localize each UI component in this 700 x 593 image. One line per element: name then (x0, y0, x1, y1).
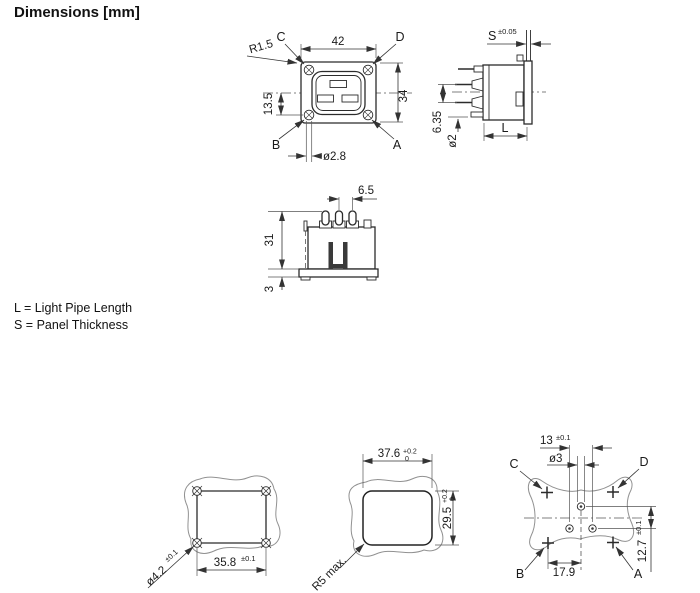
front-screw-dia-dim: ø2.8 (323, 151, 346, 163)
opening-width-dim: 37.6 (378, 448, 400, 460)
side-light-pipe-dia-dim: ø2 (447, 134, 459, 147)
legend: L = Light Pipe Length S = Panel Thicknes… (14, 300, 132, 334)
legend-panel-thickness: S = Panel Thickness (14, 317, 129, 332)
pattern-hole-dia-dim: ø3 (549, 453, 562, 465)
front-corner-c: C (276, 30, 285, 44)
pattern-corner-d: D (639, 455, 648, 469)
pattern-horiz-offset-dim: 17.9 (553, 567, 575, 579)
cutout-hole-spacing-tol: ±0.1 (241, 554, 256, 563)
top-view: 6.5 31 3 (264, 185, 379, 292)
top-pin-spacing-dim: 6.5 (358, 185, 374, 197)
pin-holes (565, 502, 597, 533)
opening-radius-dim: R5 max. (310, 555, 349, 593)
front-offset-dim: 13.5 (263, 93, 275, 115)
opening-height-tol-plus: +0.2 (442, 489, 449, 503)
screw-holes (303, 64, 374, 121)
opening-height-dim: 29.5 (442, 507, 454, 529)
pattern-corner-c: C (509, 457, 518, 471)
front-height-dim: 34 (398, 89, 410, 102)
front-corner-d: D (395, 30, 404, 44)
cutout-corner-holes (191, 485, 272, 549)
front-view: 42 34 13.5 ø2.8 R1.5 C D B (246, 30, 412, 163)
pattern-vert-offset-dim: 12.7 (637, 540, 649, 562)
opening-height-tol-minus: 0 (450, 497, 457, 501)
front-radius-dim: R1.5 (248, 38, 275, 56)
top-flange-dim: 3 (264, 286, 276, 292)
pattern-hole-spacing-tol: ±0.1 (556, 433, 571, 442)
pattern-vert-offset-tol: ±0.1 (634, 520, 643, 535)
pattern-corner-b: B (516, 567, 524, 581)
opening-width-tol-minus: 0 (405, 456, 409, 463)
front-corner-b: B (272, 138, 280, 152)
pattern-hole-spacing-dim: 13 (540, 435, 553, 447)
cutout-hole-dia-dim: ø4.2 (144, 564, 169, 588)
top-depth-dim: 31 (264, 234, 276, 247)
side-view: S ±0.05 6.35 ø2 L (432, 27, 551, 148)
front-corner-a: A (393, 138, 402, 152)
side-panel-thickness-dim: S (488, 29, 496, 43)
cutout-hole-pattern: 13 ±0.1 ø3 17.9 12.7 ±0.1 C D B (509, 433, 656, 581)
opening-width-tol-plus: +0.2 (403, 449, 417, 456)
cutout-mounting-holes: ø4.2 ±0.1 35.8 ±0.1 (144, 475, 281, 588)
cutout-opening: 37.6 +0.2 0 29.5 +0.2 0 R5 max. (310, 448, 459, 593)
side-terminal-spacing-dim: 6.35 (432, 111, 444, 133)
cutout-hole-spacing-dim: 35.8 (214, 557, 236, 569)
page-title: Dimensions [mm] (14, 4, 140, 21)
legend-light-pipe: L = Light Pipe Length (14, 301, 133, 315)
front-width-dim: 42 (332, 36, 345, 48)
corner-marks (541, 486, 619, 549)
pattern-corner-a: A (634, 567, 643, 581)
side-light-pipe-length-dim: L (502, 121, 509, 135)
side-panel-thickness-tol: ±0.05 (498, 27, 517, 36)
